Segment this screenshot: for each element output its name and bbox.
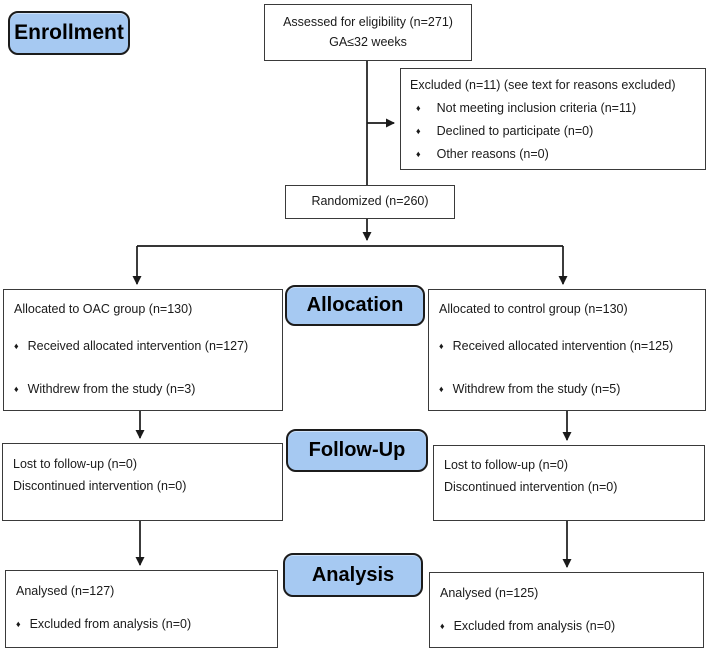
allocated-oac-bullet-2-text: Withdrew from the study (n=3) (27, 382, 196, 396)
diamond-bullet-icon: ♦ (14, 341, 19, 351)
stage-label-followup-text: Follow-Up (308, 439, 406, 461)
stage-label-analysis: Analysis (283, 553, 423, 597)
diamond-bullet-icon: ♦ (439, 384, 444, 394)
allocated-control-box: Allocated to control group (n=130) ♦ Rec… (428, 289, 706, 411)
allocated-oac-title: Allocated to OAC group (n=130) (14, 302, 193, 316)
diamond-bullet-icon: ♦ (416, 126, 421, 136)
allocated-oac-box: Allocated to OAC group (n=130) ♦ Receive… (3, 289, 283, 411)
assessed-line2: GA≤32 weeks (329, 34, 407, 49)
diamond-bullet-icon: ♦ (416, 103, 421, 113)
diamond-bullet-icon: ♦ (439, 341, 444, 351)
excluded-bullet-3: ♦ Other reasons (n=0) (410, 147, 549, 163)
allocated-oac-bullet-1: ♦ Received allocated intervention (n=127… (14, 339, 248, 355)
excluded-bullet-1: ♦ Not meeting inclusion criteria (n=11) (410, 101, 636, 117)
followup-oac-line1: Lost to follow-up (n=0) (13, 457, 138, 471)
analysis-oac-title: Analysed (n=127) (16, 584, 115, 598)
excluded-bullet-2-text: Declined to participate (n=0) (436, 124, 594, 138)
analysis-oac-box: Analysed (n=127) ♦ Excluded from analysi… (5, 570, 278, 648)
followup-control-line1: Lost to follow-up (n=0) (444, 458, 569, 472)
diamond-bullet-icon: ♦ (440, 621, 445, 631)
excluded-title: Excluded (n=11) (see text for reasons ex… (410, 78, 676, 92)
diamond-bullet-icon: ♦ (416, 149, 421, 159)
stage-label-enrollment: Enrollment (8, 11, 130, 55)
analysis-oac-bullet-1-text: Excluded from analysis (n=0) (29, 617, 192, 631)
allocated-oac-bullet-1-text: Received allocated intervention (n=127) (27, 339, 249, 353)
followup-oac-box: Lost to follow-up (n=0) Discontinued int… (2, 443, 283, 521)
excluded-box: Excluded (n=11) (see text for reasons ex… (400, 68, 706, 170)
excluded-bullet-3-text: Other reasons (n=0) (436, 147, 549, 161)
followup-oac-line2: Discontinued intervention (n=0) (13, 479, 187, 493)
allocated-control-bullet-1-text: Received allocated intervention (n=125) (452, 339, 674, 353)
analysis-control-title: Analysed (n=125) (440, 586, 539, 600)
assessed-box: Assessed for eligibility (n=271) GA≤32 w… (264, 4, 472, 61)
followup-control-box: Lost to follow-up (n=0) Discontinued int… (433, 445, 705, 521)
assessed-line1: Assessed for eligibility (n=271) (283, 14, 453, 29)
analysis-oac-bullet-1: ♦ Excluded from analysis (n=0) (16, 617, 191, 633)
stage-label-allocation: Allocation (285, 285, 425, 326)
diamond-bullet-icon: ♦ (16, 619, 21, 629)
analysis-control-box: Analysed (n=125) ♦ Excluded from analysi… (429, 572, 704, 648)
stage-label-followup: Follow-Up (286, 429, 428, 472)
allocated-control-title: Allocated to control group (n=130) (439, 302, 628, 316)
followup-control-line2: Discontinued intervention (n=0) (444, 480, 618, 494)
stage-label-allocation-text: Allocation (306, 294, 404, 316)
analysis-control-bullet-1-text: Excluded from analysis (n=0) (453, 619, 616, 633)
randomized-text: Randomized (n=260) (311, 194, 429, 209)
allocated-control-bullet-2: ♦ Withdrew from the study (n=5) (439, 382, 620, 398)
stage-label-enrollment-text: Enrollment (14, 21, 124, 44)
allocated-control-bullet-2-text: Withdrew from the study (n=5) (452, 382, 621, 396)
allocated-oac-bullet-2: ♦ Withdrew from the study (n=3) (14, 382, 195, 398)
analysis-control-bullet-1: ♦ Excluded from analysis (n=0) (440, 619, 615, 635)
excluded-bullet-2: ♦ Declined to participate (n=0) (410, 124, 593, 140)
allocated-control-bullet-1: ♦ Received allocated intervention (n=125… (439, 339, 673, 355)
randomized-box: Randomized (n=260) (285, 185, 455, 219)
diamond-bullet-icon: ♦ (14, 384, 19, 394)
stage-label-analysis-text: Analysis (311, 563, 395, 586)
excluded-bullet-1-text: Not meeting inclusion criteria (n=11) (436, 101, 637, 115)
